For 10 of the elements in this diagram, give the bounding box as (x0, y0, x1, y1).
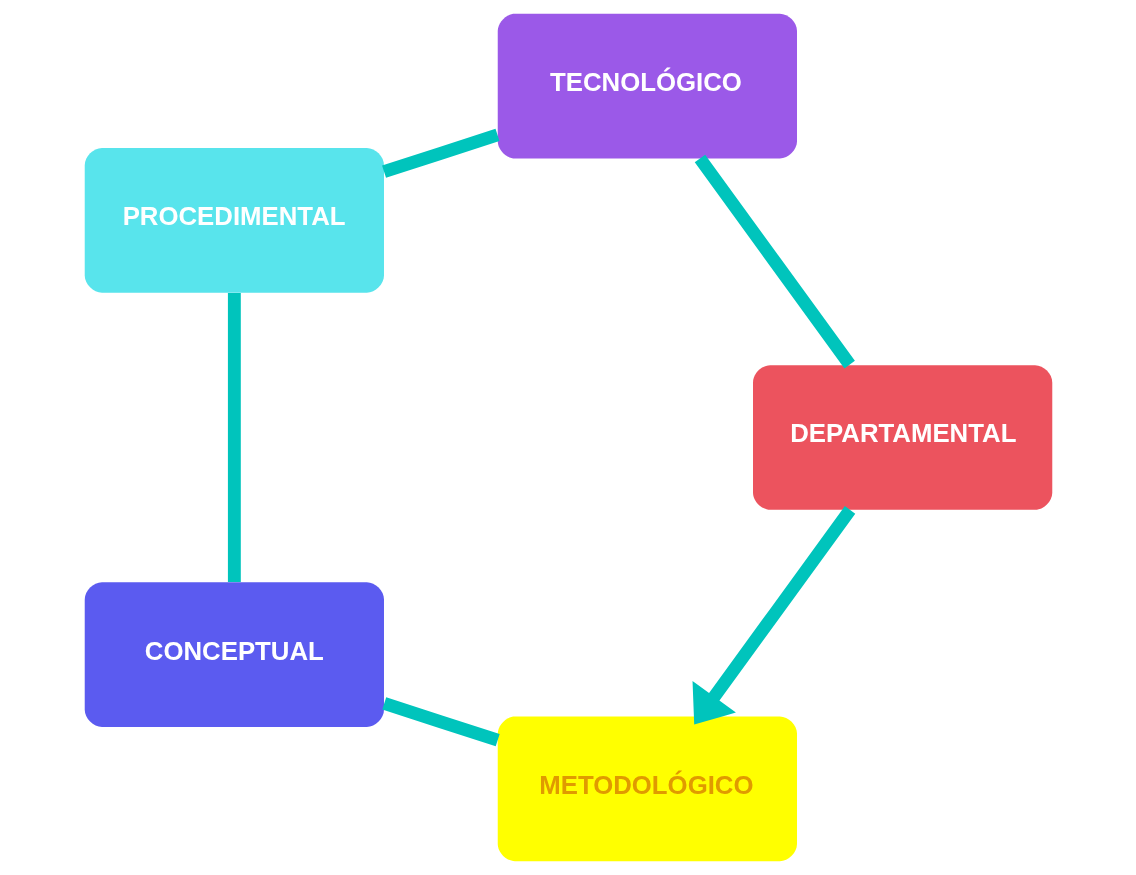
connector (227, 292, 241, 582)
node-box: CONCEPTUAL (84, 582, 384, 727)
node-box: TECNOLÓGICO (497, 13, 797, 159)
node-box: METODOLÓGICO (497, 716, 797, 862)
node-box: DEPARTAMENTAL (752, 365, 1052, 510)
connector (381, 128, 499, 178)
node-box: PROCEDIMENTAL (84, 148, 384, 293)
arrow (692, 506, 855, 725)
connector (694, 154, 855, 369)
connector (381, 697, 500, 747)
